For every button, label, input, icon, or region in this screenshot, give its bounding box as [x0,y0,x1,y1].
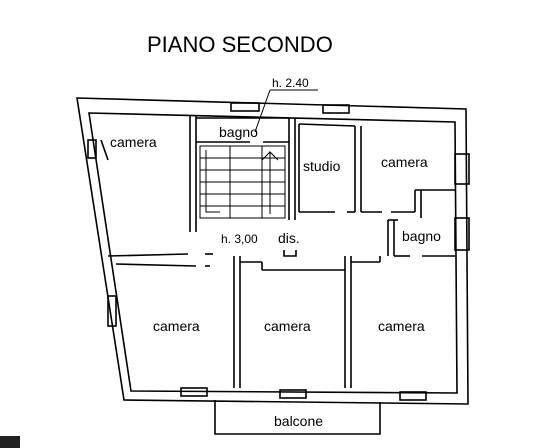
room-camera-bottom-left: camera [153,318,200,334]
window-top-2 [322,104,350,114]
room-bagno-top: bagno [219,124,258,140]
wall-hall-bottom-1 [115,263,197,267]
plan-title: PIANO SECONDO [147,32,333,57]
height-main-label: h. 3,00 [221,232,258,246]
corner-mark [0,436,20,448]
studio-top-wall [298,123,356,127]
window-left-2 [107,295,117,327]
room-bagno-right: bagno [402,228,441,244]
room-studio: studio [303,158,341,174]
disimpegno-label: dis. [278,230,300,246]
inner-wall-outline [88,112,458,394]
room-balcone: balcone [274,413,323,429]
window-bottom-1 [180,387,208,397]
walls [76,89,470,435]
room-camera-top-left: camera [110,134,157,150]
window-left-1 [87,139,97,159]
window-right-1 [454,153,470,185]
window-bottom-3 [399,391,427,401]
wall-camera-left-bottom [107,253,189,257]
window-right-2 [454,217,470,251]
room-camera-bottom-right: camera [378,318,425,334]
room-camera-top-right: camera [381,154,428,170]
window-bottom-2 [279,389,307,399]
window-top-1 [230,102,260,112]
balcone-outline [214,400,381,435]
staircase [199,145,286,219]
room-camera-bottom-mid: camera [264,318,311,334]
height-upper-label: h. 2.40 [272,76,309,90]
